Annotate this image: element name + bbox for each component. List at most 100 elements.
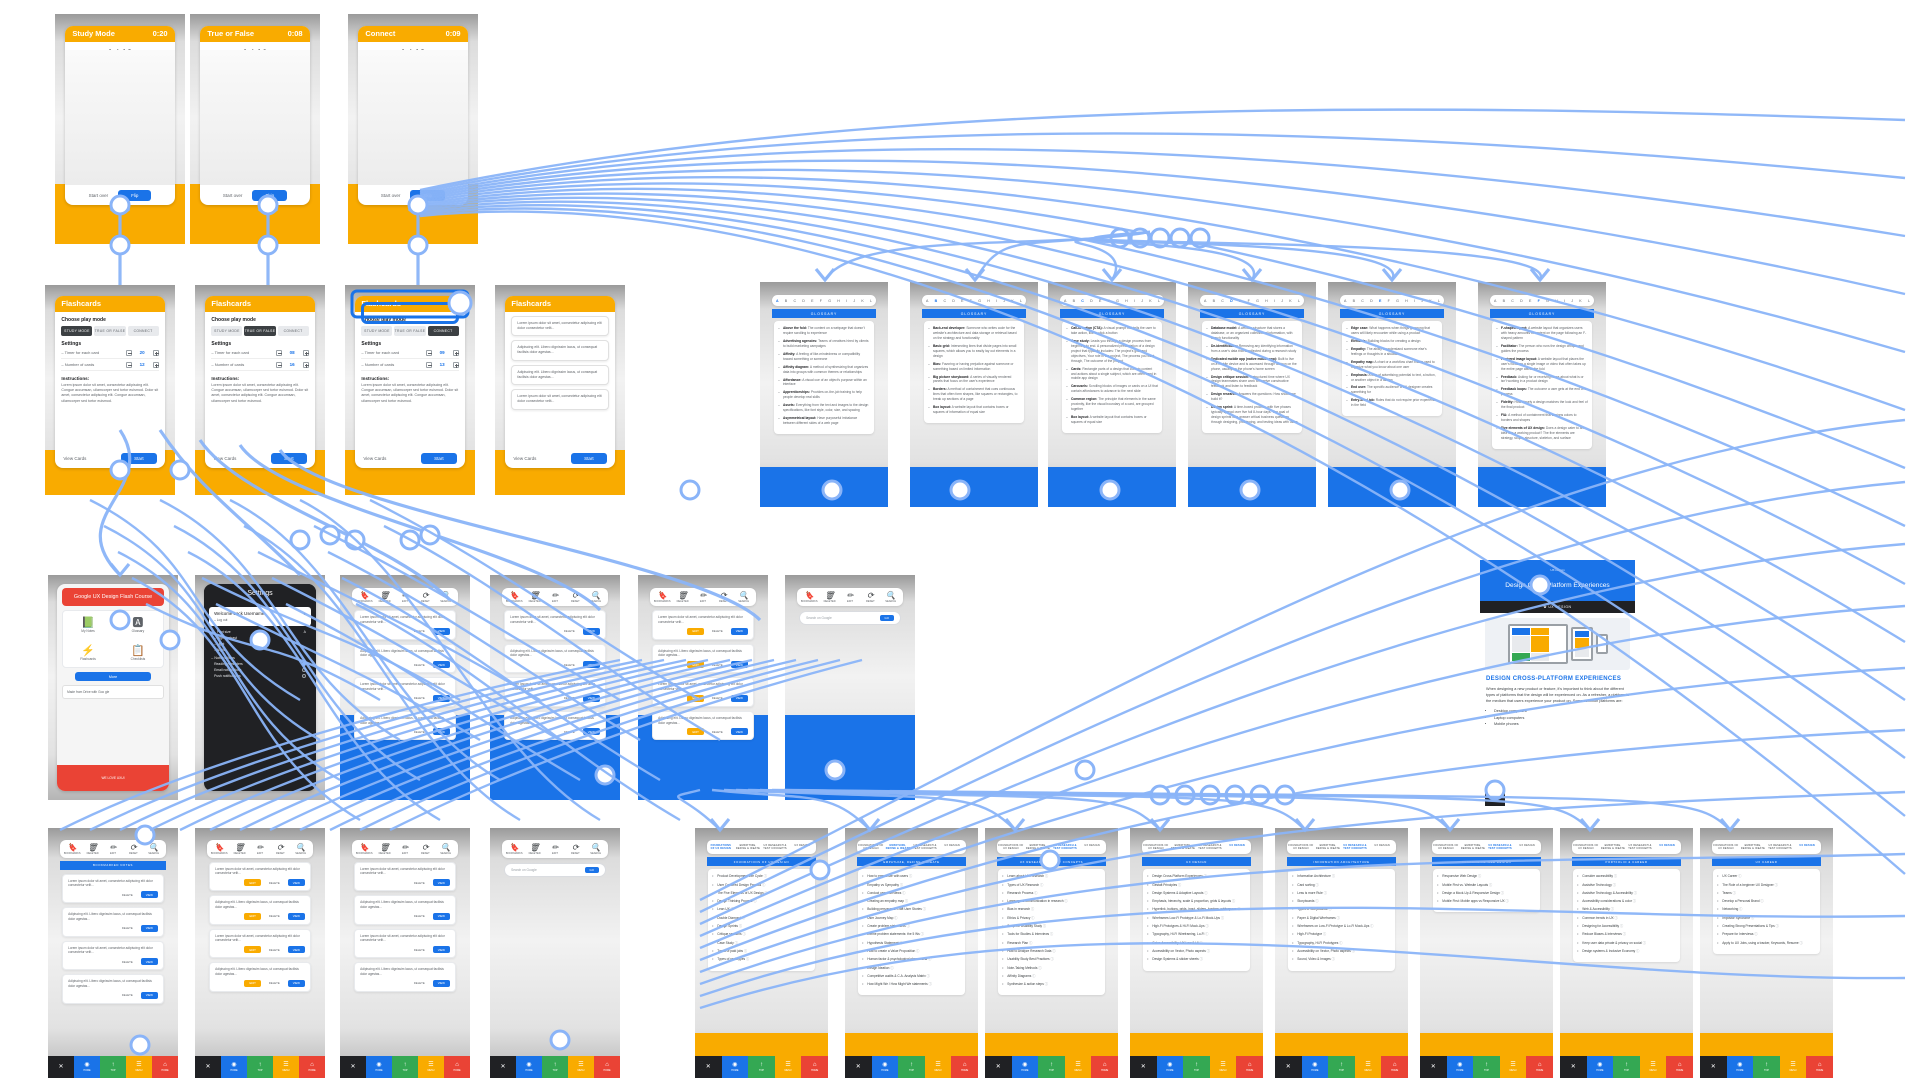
info-icon[interactable]: ⓘ [1231, 899, 1236, 904]
course-topic-item[interactable]: Typography, Hi-Fi Wireframing, Lo-Fi ⓘ [1147, 932, 1245, 937]
course-tab-3[interactable]: UX DESIGN [1799, 843, 1815, 847]
course-topic-item[interactable]: How to empathize with users ⓘ [862, 874, 960, 879]
info-icon[interactable]: ⓘ [1331, 874, 1336, 879]
course-tab-2[interactable]: UX RESEARCH & TEST CONCEPTS [913, 843, 937, 850]
toolbar-item-reset[interactable]: ⟳ RESET [565, 843, 585, 855]
delete-button[interactable]: DELETE [268, 914, 280, 919]
info-icon[interactable]: ⓘ [1636, 948, 1640, 953]
connector-node[interactable] [1224, 784, 1246, 806]
bottom-nav[interactable]: ✕◉HOME↑TOP☰MENU⌂HOME [1420, 1056, 1553, 1078]
bottom-nav[interactable]: ✕◉HOME↑TOP☰MENU⌂HOME [490, 1056, 620, 1078]
alphabet-letter-H[interactable]: H [837, 299, 840, 303]
game-action-button[interactable]: Flip [118, 189, 152, 201]
alphabet-letter-C[interactable]: C [943, 299, 947, 303]
toolbar-item-reset[interactable]: ⟳ RESET [415, 592, 435, 604]
checkbox-icon[interactable] [301, 668, 306, 672]
alphabet-letter-L[interactable]: L [1297, 299, 1300, 303]
checkbox-icon[interactable] [301, 674, 306, 678]
info-icon[interactable]: ⓘ [1031, 907, 1035, 912]
search-bar[interactable]: Search on Google GO [799, 611, 901, 625]
info-icon[interactable]: ⓘ [730, 907, 734, 912]
alphabet-letter-I[interactable]: I [1134, 299, 1135, 303]
alphabet-letter-D[interactable]: D [1230, 299, 1233, 303]
info-icon[interactable]: ⓘ [1500, 890, 1504, 895]
play-mode-tab-0[interactable]: STUDY MODE [361, 325, 393, 336]
plus-icon[interactable] [302, 349, 309, 356]
course-tab-3[interactable]: UX DESIGN [1084, 843, 1100, 847]
course-topic-item[interactable]: Bias in research ⓘ [1002, 907, 1100, 912]
course-topic-item[interactable]: Assistive Technology ⓘ [1577, 883, 1675, 888]
notification-option-0[interactable]: Reading reminders [214, 662, 306, 666]
home-note-card[interactable]: Made from Drive with Goo gle [62, 685, 164, 700]
bottom-nav-item-close0[interactable]: ✕ [48, 1056, 74, 1078]
info-icon[interactable]: ⓘ [1751, 915, 1755, 920]
alphabet-letter-D[interactable]: D [952, 299, 955, 303]
more-button[interactable]: More [75, 672, 151, 682]
alphabet-letter-H[interactable]: H [1125, 299, 1128, 303]
start-over-link[interactable]: Start over [380, 192, 401, 198]
note-list-item[interactable]: Adipiscing elit. Libero dignissim lacus,… [62, 974, 164, 1004]
cards-stepper[interactable]: 12 [125, 361, 159, 368]
info-icon[interactable]: ⓘ [1336, 915, 1340, 920]
delete-button[interactable]: DELETE [268, 947, 280, 952]
play-mode-tab-0[interactable]: STUDY MODE [211, 325, 243, 336]
info-icon[interactable]: ⓘ [742, 932, 746, 937]
bottom-nav-item-close0[interactable]: ✕ [1275, 1056, 1302, 1078]
info-icon[interactable]: ⓘ [1633, 890, 1637, 895]
info-icon[interactable]: ⓘ [1370, 924, 1374, 929]
info-icon[interactable]: ⓘ [1612, 882, 1616, 887]
course-topic-item[interactable]: Hypothesis Statement ⓘ [862, 941, 960, 946]
bottom-nav-item-top2[interactable]: ↑TOP [100, 1056, 126, 1078]
course-topic-item[interactable]: Usability Study Best Practices ⓘ [1002, 957, 1100, 962]
bottom-nav-item-top2[interactable]: ↑TOP [1613, 1056, 1640, 1078]
bottom-nav-item-home4[interactable]: ⌂HOME [299, 1056, 325, 1078]
bottom-nav-item-close0[interactable]: ✕ [695, 1056, 722, 1078]
alphabet-letter-I[interactable]: I [1564, 299, 1565, 303]
game-card-area[interactable] [65, 49, 175, 185]
course-topic-item[interactable]: Prepare for Interviews ⓘ [1717, 932, 1815, 937]
course-topic-item[interactable]: Design systems & Inclusive Economy ⓘ [1577, 949, 1675, 954]
bottom-nav-item-top2[interactable]: ↑TOP [1753, 1056, 1780, 1078]
bottom-nav-item-menu3[interactable]: ☰MENU [1499, 1056, 1527, 1078]
bottom-nav-item-top2[interactable]: ↑TOP [1183, 1056, 1210, 1078]
toolbar-item-bookmarks[interactable]: 🔖 BOOKMARKS [209, 843, 229, 855]
info-icon[interactable]: ⓘ [1315, 882, 1319, 887]
game-card-area[interactable] [358, 49, 468, 185]
connector-node[interactable] [399, 529, 421, 551]
course-topic-item[interactable]: Accessibility on Vector, Photo aspects ⓘ [1292, 949, 1390, 954]
bottom-nav-item-top2[interactable]: ↑TOP [748, 1056, 775, 1078]
note-list-item[interactable]: Adipiscing elit. Libero dignissim lacus,… [62, 907, 164, 937]
course-topic-item[interactable]: Research Plan ⓘ [1002, 941, 1100, 946]
view-button[interactable]: VIEW [432, 627, 450, 635]
course-tab-2[interactable]: UX RESEARCH & TEST CONCEPTS [1768, 843, 1792, 850]
bottom-nav-item-home1[interactable]: ◉HOME [366, 1056, 392, 1078]
notes-toolbar[interactable]: 🔖 BOOKMARKS 🗑 DELETED ✏ EDIT ⟳ RESET 🔍 S… [797, 588, 903, 606]
info-icon[interactable]: ⓘ [1323, 890, 1327, 895]
course-tab-1[interactable]: EMPATHIZE, DEFINE & IDEATE [1460, 843, 1485, 850]
toolbar-item-search[interactable]: 🔍 SEARCH [586, 592, 606, 604]
course-topic-item[interactable]: Empathy vs Sympathy ⓘ [862, 883, 960, 888]
course-topic-item[interactable]: Note-Taking Methods ⓘ [1002, 966, 1100, 971]
flashcard-list-item[interactable]: Lorem ipsum dolor sit amet, consectetur … [511, 315, 609, 336]
toolbar-item-deleted[interactable]: 🗑 DELETED [374, 592, 394, 604]
notes-toolbar[interactable]: 🔖 BOOKMARKS 🗑 DELETED ✏ EDIT ⟳ RESET 🔍 S… [650, 588, 756, 606]
course-tab-1[interactable]: EMPATHIZE, DEFINE & IDEATE [885, 843, 911, 850]
course-tab-0[interactable]: FOUNDATIONS OF UX DESIGN [1713, 843, 1739, 850]
alphabet-letter-B[interactable]: B [1072, 299, 1076, 303]
note-list-item[interactable]: Adipiscing elit. Libero dignissim lacus,… [354, 710, 456, 741]
plus-icon[interactable] [152, 349, 159, 356]
bottom-nav-item-close0[interactable]: ✕ [1560, 1056, 1587, 1078]
bottom-nav[interactable]: ✕◉HOME↑TOP☰MENU⌂HOME [1700, 1056, 1833, 1078]
note-list-item[interactable]: Adipiscing elit. Libero dignissim lacus,… [354, 962, 456, 992]
info-icon[interactable]: ⓘ [1042, 924, 1047, 929]
bottom-nav-item-home1[interactable]: ◉HOME [1301, 1056, 1329, 1078]
connector-node[interactable] [1129, 227, 1151, 249]
course-tab-3[interactable]: UX DESIGN [1659, 843, 1675, 847]
toolbar-item-search[interactable]: 🔍 SEARCH [881, 592, 901, 604]
bottom-nav-item-home4[interactable]: ⌂HOME [1526, 1056, 1553, 1078]
connector-node[interactable] [1199, 784, 1221, 806]
